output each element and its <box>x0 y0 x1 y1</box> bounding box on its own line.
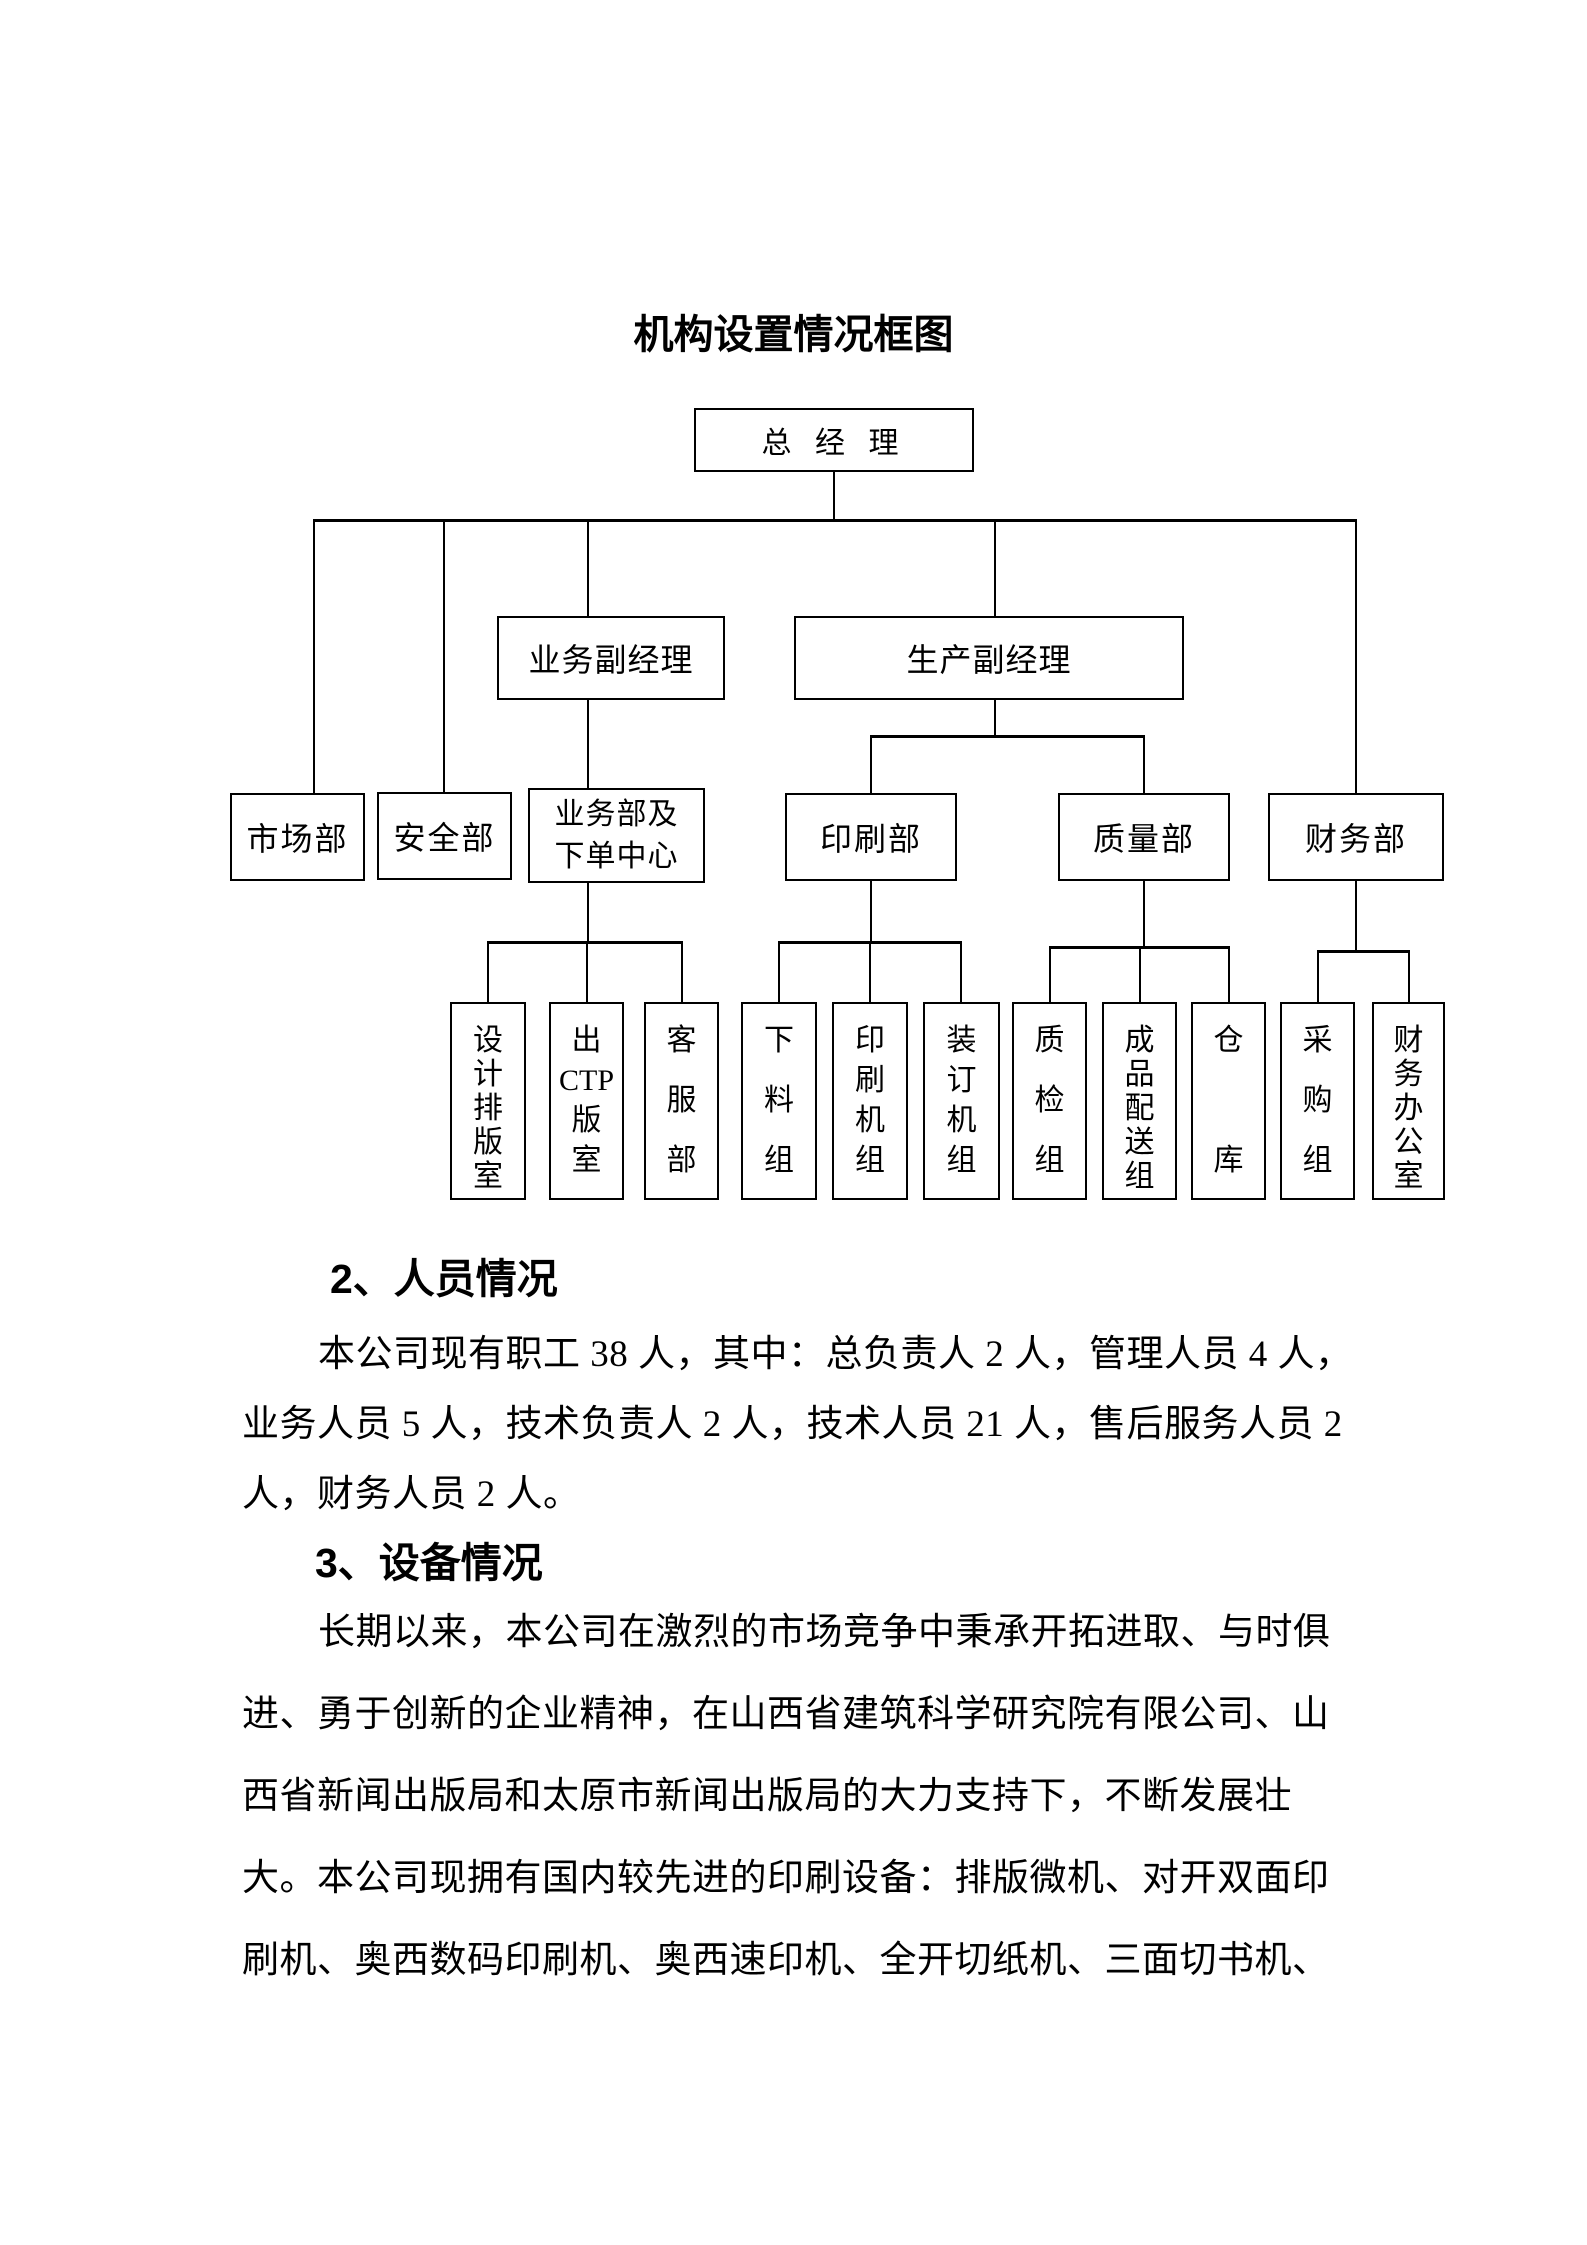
node-safety-dept: 安全部 <box>377 792 512 880</box>
node-product-delivery-group: 成品配送组 <box>1102 1002 1177 1200</box>
connector-top-rail <box>314 519 1357 522</box>
node-binding-machine-group: 装订机组 <box>923 1002 1000 1200</box>
node-printing-dept: 印刷部 <box>785 793 957 881</box>
text-line: 进、勇于创新的企业精神，在山西省建筑科学研究院有限公司、山 <box>242 1694 1330 1735</box>
connector-to-quality <box>1143 735 1145 793</box>
connector-to-prod-deputy <box>994 519 996 616</box>
node-label: 业务部及 下单中心 <box>554 797 679 873</box>
node-quality-inspection-group: 质检组 <box>1012 1002 1087 1200</box>
node-warehouse: 仓库 <box>1191 1002 1266 1200</box>
connector-to-delivery-group <box>1139 946 1141 1002</box>
node-customer-service-dept: 客服部 <box>644 1002 719 1200</box>
connector-to-design-room <box>487 941 489 1002</box>
connector-quality-down <box>1143 881 1145 946</box>
node-label: 质量部 <box>1092 821 1195 857</box>
node-label: 设计排版室 <box>473 1024 503 1193</box>
connector-to-purchasing <box>1317 950 1319 1002</box>
connector-to-warehouse <box>1228 946 1230 1002</box>
connector-to-blanking <box>778 941 780 1002</box>
connector-bizorder-down <box>587 883 589 941</box>
connector-to-finance-office <box>1408 950 1410 1002</box>
node-general-manager: 总 经 理 <box>694 408 974 472</box>
connector-printing-down <box>870 881 872 941</box>
connector-proddeputy-down <box>994 700 996 735</box>
connector-to-qc-group <box>1049 946 1051 1002</box>
node-printing-machine-group: 印刷机组 <box>832 1002 908 1200</box>
node-blanking-group: 下料组 <box>741 1002 817 1200</box>
node-label: 质检组 <box>1034 1024 1065 1177</box>
node-label: 成品配送组 <box>1124 1024 1155 1193</box>
connector-gm-down <box>833 472 835 519</box>
node-marketing-dept: 市场部 <box>230 793 365 881</box>
text-line: 长期以来，本公司在激烈的市场竞争中秉承开拓进取、与时俱 <box>318 1612 1331 1653</box>
section-heading-equipment: 3、设备情况 <box>315 1540 543 1586</box>
node-label: 下料组 <box>764 1024 794 1177</box>
text-line: 业务人员 5 人，技术负责人 2 人，技术人员 21 人，售后服务人员 2 <box>242 1404 1343 1445</box>
connector-bizdeputy-to-bizorder <box>587 700 589 788</box>
paragraph-personnel: 本公司现有职工 38 人，其中：总负责人 2 人，管理人员 4 人， 业务人员 … <box>242 1320 1362 1530</box>
node-label: 安全部 <box>393 820 496 856</box>
text-line: 西省新闻出版局和太原市新闻出版局的大力支持下，不断发展壮 <box>242 1776 1292 1817</box>
node-business-order-center: 业务部及 下单中心 <box>528 788 705 883</box>
node-quality-dept: 质量部 <box>1058 793 1230 881</box>
text-line: 大。本公司现拥有国内较先进的印刷设备：排版微机、对开双面印 <box>242 1858 1330 1899</box>
connector-to-safety <box>443 519 445 792</box>
node-label: 财务部 <box>1304 821 1407 857</box>
node-label: 印刷机组 <box>855 1024 885 1177</box>
connector-to-biz-deputy <box>587 519 589 616</box>
connector-to-binding-group <box>960 941 962 1002</box>
connector-bizorder-rail <box>488 941 683 944</box>
node-label: 仓库 <box>1213 1024 1244 1177</box>
connector-prod-rail <box>871 735 1145 738</box>
node-label: 印刷部 <box>819 821 922 857</box>
node-production-deputy-manager: 生产副经理 <box>794 616 1184 700</box>
node-label: 财务办公室 <box>1393 1024 1424 1193</box>
connector-to-finance <box>1355 519 1357 793</box>
org-chart-title: 机构设置情况框图 <box>633 313 954 357</box>
text-line: 刷机、奥西数码印刷机、奥西速印机、全开切纸机、三面切书机、 <box>242 1940 1330 1981</box>
connector-finance-down <box>1355 881 1357 950</box>
text-line: 本公司现有职工 38 人，其中：总负责人 2 人，管理人员 4 人， <box>318 1334 1353 1375</box>
connector-to-press-group <box>869 941 871 1002</box>
node-label: 采购组 <box>1302 1024 1333 1177</box>
node-label: 生产副经理 <box>906 642 1072 678</box>
node-finance-dept: 财务部 <box>1268 793 1444 881</box>
connector-to-printing <box>870 735 872 793</box>
section-heading-personnel: 2、人员情况 <box>330 1256 558 1302</box>
connector-to-marketing <box>313 519 315 793</box>
connector-to-customer-service <box>681 941 683 1002</box>
node-finance-office: 财务办公室 <box>1372 1002 1445 1200</box>
text-line: 人，财务人员 2 人。 <box>242 1474 581 1515</box>
node-purchasing-group: 采购组 <box>1280 1002 1355 1200</box>
node-design-typesetting-room: 设计排版室 <box>450 1002 526 1200</box>
paragraph-equipment: 长期以来，本公司在激烈的市场竞争中秉承开拓进取、与时俱 进、勇于创新的企业精神，… <box>242 1592 1362 2002</box>
node-label: 市场部 <box>246 821 349 857</box>
node-label: 总 经 理 <box>761 427 907 460</box>
node-label: 装订机组 <box>946 1024 977 1177</box>
node-business-deputy-manager: 业务副经理 <box>497 616 725 700</box>
node-label: 业务副经理 <box>528 642 694 678</box>
connector-finance-rail <box>1318 950 1410 953</box>
connector-to-ctp-room <box>586 941 588 1002</box>
node-label: 客服部 <box>666 1024 697 1177</box>
